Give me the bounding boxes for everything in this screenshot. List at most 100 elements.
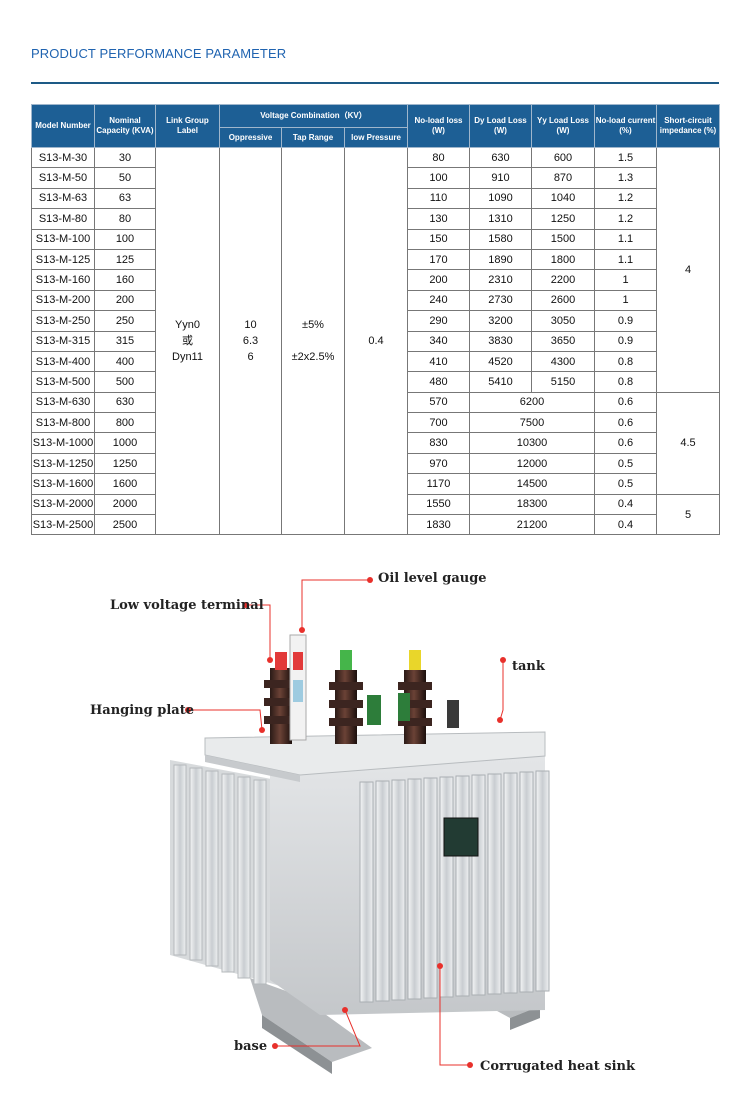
cell-model-number: S13-M-800 <box>31 412 95 434</box>
cell-noload-current: 0.5 <box>594 452 657 475</box>
header-noload-current: No-load current (%) <box>594 104 657 148</box>
cell-load-loss: 6200 <box>469 391 595 414</box>
cell-yy-load-loss: 2200 <box>531 269 595 291</box>
cell-capacity: 800 <box>94 412 156 434</box>
cell-noload-current: 1.2 <box>594 187 657 210</box>
cell-model-number: S13-M-200 <box>31 289 95 312</box>
cell-impedance: 4 <box>656 147 720 393</box>
cell-load-loss: 18300 <box>469 493 595 516</box>
cell-capacity: 400 <box>94 350 156 373</box>
cell-dy-load-loss: 1090 <box>469 187 532 210</box>
cell-noload-current: 1 <box>594 269 657 291</box>
cell-yy-load-loss: 2600 <box>531 289 595 312</box>
performance-parameter-table: Model Number Nominal Capacity (KVA) Link… <box>31 104 720 536</box>
cell-capacity: 125 <box>94 248 156 271</box>
cell-yy-load-loss: 1800 <box>531 248 595 271</box>
title-divider <box>31 82 719 84</box>
cell-load-loss: 12000 <box>469 452 595 475</box>
cell-noload-loss: 1830 <box>407 514 470 536</box>
cell-noload-loss: 340 <box>407 330 470 352</box>
cell-noload-current: 0.9 <box>594 330 657 352</box>
cell-noload-loss: 100 <box>407 167 470 189</box>
cell-yy-load-loss: 870 <box>531 167 595 189</box>
cell-capacity: 160 <box>94 269 156 291</box>
label-base: base <box>234 1039 268 1054</box>
cell-capacity: 315 <box>94 330 156 352</box>
cell-noload-current: 0.4 <box>594 493 657 516</box>
cell-dy-load-loss: 630 <box>469 146 532 169</box>
label-tank: tank <box>512 659 545 674</box>
cell-yy-load-loss: 5150 <box>531 371 595 393</box>
cell-capacity: 1600 <box>94 473 156 495</box>
corrugated-fins <box>359 770 550 1003</box>
cell-dy-load-loss: 910 <box>469 167 532 189</box>
cell-noload-loss: 970 <box>407 452 470 475</box>
cell-noload-current: 0.6 <box>594 391 657 414</box>
header-noload-loss: No-load loss (W) <box>407 104 470 148</box>
cell-capacity: 1000 <box>94 432 156 454</box>
cell-capacity: 100 <box>94 228 156 250</box>
cell-capacity: 63 <box>94 187 156 210</box>
cell-model-number: S13-M-30 <box>31 146 95 169</box>
cell-yy-load-loss: 1500 <box>531 228 595 250</box>
cell-dy-load-loss: 2730 <box>469 289 532 312</box>
header-tap-range: Tap Range <box>281 127 345 148</box>
header-yy-load-loss: Yy Load Loss (W) <box>531 104 595 148</box>
label-oil-level-gauge: Oil level gauge <box>378 571 487 586</box>
cell-noload-current: 0.8 <box>594 350 657 373</box>
cell-dy-load-loss: 3830 <box>469 330 532 352</box>
cell-noload-loss: 290 <box>407 310 470 332</box>
label-corrugated-heat-sink: Corrugated heat sink <box>480 1059 635 1074</box>
cell-capacity: 200 <box>94 289 156 312</box>
cell-noload-loss: 1550 <box>407 493 470 516</box>
cell-noload-current: 1.1 <box>594 248 657 271</box>
cell-noload-current: 1.3 <box>594 167 657 189</box>
cell-impedance: 5 <box>656 493 720 536</box>
cell-dy-load-loss: 5410 <box>469 371 532 393</box>
cell-load-loss: 7500 <box>469 412 595 434</box>
callout-lines <box>188 579 504 1066</box>
cell-model-number: S13-M-80 <box>31 208 95 230</box>
header-dy-load-loss: Dy Load Loss (W) <box>469 104 532 148</box>
header-model-number: Model Number <box>31 104 95 148</box>
cell-noload-current: 1.1 <box>594 228 657 250</box>
cell-yy-load-loss: 4300 <box>531 350 595 373</box>
label-hanging-plate: Hanging plate <box>90 703 194 718</box>
cell-noload-loss: 570 <box>407 391 470 414</box>
cell-noload-current: 0.5 <box>594 473 657 495</box>
cell-noload-current: 0.8 <box>594 371 657 393</box>
cell-yy-load-loss: 600 <box>531 146 595 169</box>
cell-noload-loss: 410 <box>407 350 470 373</box>
cell-yy-load-loss: 3050 <box>531 310 595 332</box>
header-impedance: Short-circuit impedance (%) <box>656 104 720 148</box>
cell-model-number: S13-M-160 <box>31 269 95 291</box>
cell-noload-loss: 110 <box>407 187 470 210</box>
cell-model-number: S13-M-2000 <box>31 493 95 516</box>
cell-model-number: S13-M-1600 <box>31 473 95 495</box>
cell-noload-current: 0.9 <box>594 310 657 332</box>
cell-capacity: 630 <box>94 391 156 414</box>
cell-dy-load-loss: 1580 <box>469 228 532 250</box>
cell-noload-loss: 480 <box>407 371 470 393</box>
cell-load-loss: 14500 <box>469 473 595 495</box>
cell-impedance: 4.5 <box>656 391 720 495</box>
cell-dy-load-loss: 4520 <box>469 350 532 373</box>
transformer-figure: Oil level gauge Low voltage terminal tan… <box>0 560 750 1100</box>
cell-capacity: 2500 <box>94 514 156 536</box>
cell-noload-current: 0.4 <box>594 514 657 536</box>
cell-capacity: 30 <box>94 146 156 169</box>
cell-model-number: S13-M-1000 <box>31 432 95 454</box>
cell-noload-current: 1 <box>594 289 657 312</box>
